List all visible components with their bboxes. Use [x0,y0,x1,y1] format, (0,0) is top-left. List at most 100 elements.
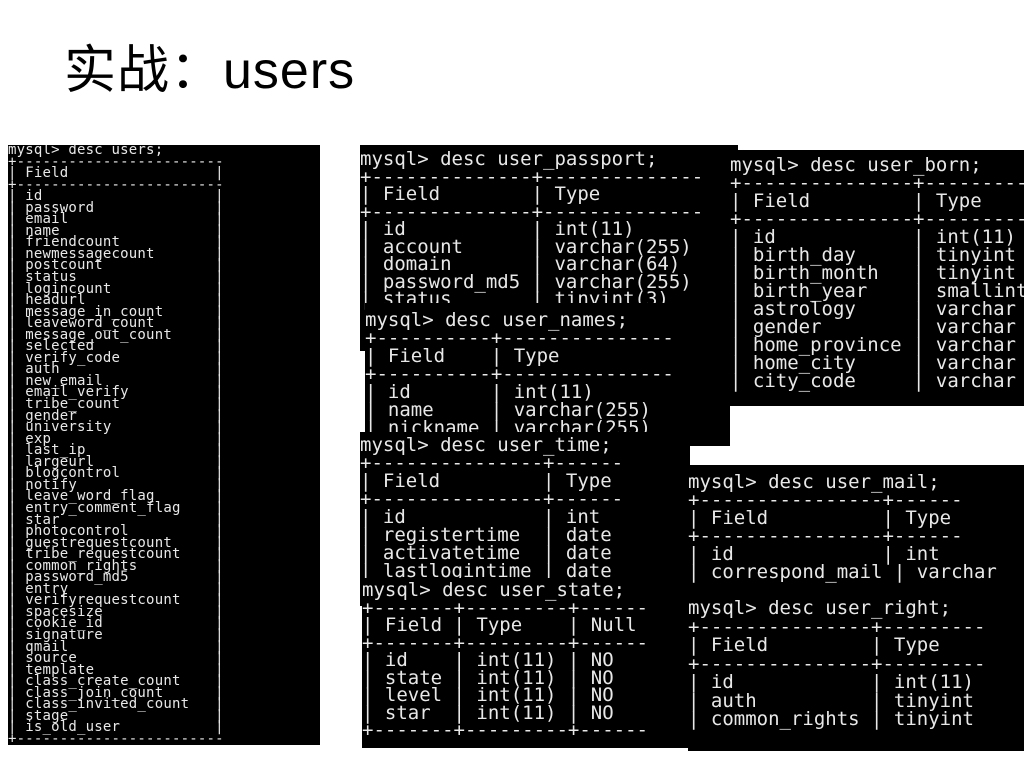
terminal-line: | correspond_mail | varchar [688,561,997,583]
terminal-line: | password_md5 | varchar(255) [360,270,692,293]
terminal-line: | common_rights | tinyint [688,708,974,730]
terminal-line: | tribe_requestcount | [8,546,224,563]
terminal-line: | name | varchar(255) [365,399,651,421]
terminal-line: | Field | Type [360,470,612,492]
terminal-line: +---------------+--------- [730,208,1024,230]
terminal-line: | entry | [8,580,224,597]
terminal-line: | password | [8,199,224,216]
terminal-line: | domain | varchar(64) [360,253,681,275]
terminal-line: | new_email | [8,372,224,389]
terminal-line: | is_old_user | [8,719,224,736]
terminal-line: +----------+--------------- [365,327,674,349]
terminal-desc-users: mysql> desc users;+---------------------… [8,145,320,745]
terminal-line: | logincount | [8,280,224,297]
terminal-line: | university | [8,419,224,436]
terminal-line: | status | [8,269,224,286]
terminal-line: | level | int(11) | NO [362,684,614,706]
terminal-line: | id | int(11) [688,671,974,693]
terminal-line: | gender | varchar [730,316,1016,338]
terminal-line: | lastlogintime | date [360,560,612,582]
terminal-line: | Field | Type [688,507,952,529]
terminal-line: | headurl | [8,292,224,309]
terminal-line: | notify | [8,476,224,493]
terminal-line: | message_out_count | [8,326,224,343]
terminal-line: +---------------+------ [360,488,624,510]
terminal-line: | blogcontrol | [8,465,224,482]
terminal-line: | email | [8,211,224,228]
terminal-line: | id | int(11) [360,218,635,240]
terminal-line: | postcount | [8,257,224,274]
terminal-line: | qmail | [8,638,224,655]
terminal-line: | astrology | varchar [730,298,1016,320]
terminal-line: +----------+--------------- [365,363,674,385]
terminal-line: | birth_day | tinyint [730,244,1016,266]
terminal-desc-user-state: mysql> desc user_state;+-------+--------… [362,578,690,748]
terminal-line: | exp | [8,430,224,447]
terminal-line: | signature | [8,626,224,643]
terminal-line: | leave_word_flag | [8,488,224,505]
terminal-desc-user-mail: mysql> desc user_mail;+----------------+… [688,465,1024,601]
terminal-line: +-------+---------+------ [362,719,648,741]
terminal-line: | selected | [8,338,224,355]
terminal-line: | birth_month | tinyint [730,262,1016,284]
terminal-desc-user-born: mysql> desc user_born;+---------------+-… [730,150,1024,406]
terminal-line: | leaveword_count | [8,315,224,332]
terminal-line: | largeurl | [8,453,224,470]
terminal-line: mysql> desc user_born; [730,154,982,176]
terminal-line: | state | int(11) | NO [362,666,614,689]
terminal-line: | home_city | varchar [730,352,1016,374]
terminal-line: | class_join_count | [8,684,224,701]
terminal-line: +------------------------ [8,176,224,193]
terminal-line: | last_ip | [8,442,224,459]
terminal-line: | id | [8,188,224,205]
terminal-line: +---------------+--------- [730,172,1024,194]
terminal-line: mysql> desc user_time; [360,434,612,456]
terminal-line: +-------+---------+------ [362,596,648,619]
terminal-line: | Field | Type | Null [362,614,637,636]
terminal-line: | star | int(11) | NO [362,701,614,724]
terminal-line: | gender | [8,407,224,424]
terminal-line: | id | int(11) | NO [362,649,614,671]
terminal-line: | password_md5 | [8,569,224,586]
terminal-line: mysql> desc user_right; [688,597,952,619]
terminal-line: | class_invited_count | [8,696,224,713]
terminal-line: +----------------+------ [688,489,963,511]
terminal-line: | guestrequestcount | [8,534,224,551]
terminal-line: | common_rights | [8,557,224,574]
terminal-line: | city_code | varchar [730,370,1016,392]
terminal-line: mysql> desc user_state; [362,579,626,601]
terminal-line: | auth | [8,361,224,378]
terminal-line: | email_verify | [8,384,224,401]
terminal-line: | source | [8,650,224,667]
terminal-line: | auth | tinyint [688,689,974,712]
terminal-line: | template | [8,661,224,678]
slide-title-en: users [223,42,356,100]
terminal-line: | registertime | date [360,524,612,546]
terminal-line: | photocontrol | [8,523,224,540]
terminal-line: mysql> desc user_passport; [360,148,658,170]
terminal-line: +---------------+--------- [688,652,986,675]
terminal-line: | tribe_count | [8,396,224,413]
terminal-line: mysql> desc user_mail; [688,471,940,493]
terminal-line: | id | int [688,543,940,565]
terminal-line: +------------------------ [8,153,224,170]
terminal-line: | Field | [8,165,224,182]
terminal-line: | star | [8,511,224,528]
terminal-line: +--------------+-------------- [360,200,704,223]
terminal-line: | Field | Type [730,190,982,212]
terminal-line: +--------------+-------------- [360,165,704,188]
terminal-line: | message_in_count | [8,303,224,320]
terminal-line: | entry_comment_flag | [8,499,224,516]
terminal-line: | friendcount | [8,234,224,251]
terminal-line: mysql> desc user_names; [365,309,629,331]
terminal-line: | stage | [8,707,224,724]
terminal-line: | Field | Type [688,634,940,656]
terminal-line: +-------+---------+------ [362,631,648,654]
terminal-line: mysql> desc users; [8,145,164,158]
terminal-desc-user-names: mysql> desc user_names;+----------+-----… [365,303,730,446]
terminal-line: +----------------+------ [688,525,963,547]
terminal-desc-user-right: mysql> desc user_right; +---------------+… [688,593,1024,751]
terminal-line: +------------------------ [8,730,224,745]
terminal-line: | Field | Type [360,183,601,205]
terminal-desc-user-time: mysql> desc user_time; +---------------+-… [360,432,690,606]
